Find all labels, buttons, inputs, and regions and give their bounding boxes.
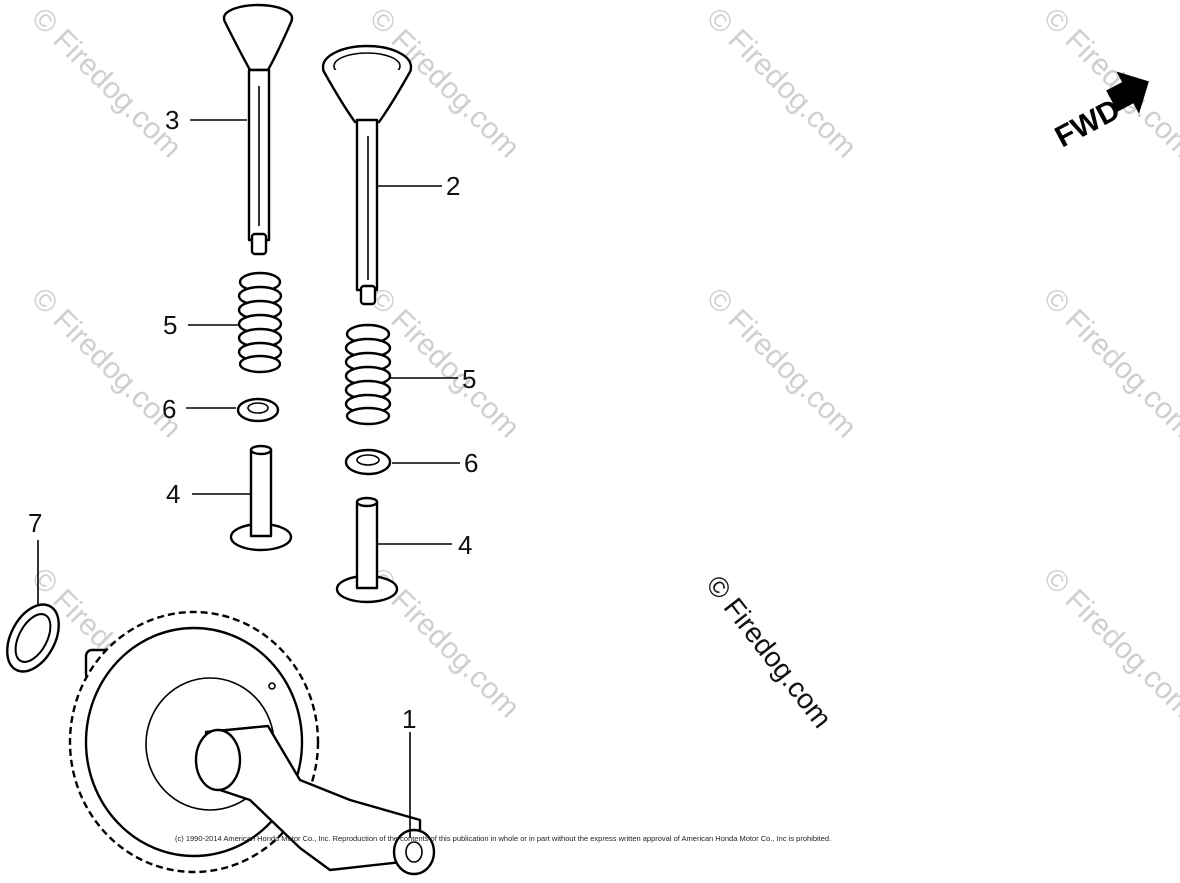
watermark: © Firedog.com [700, 282, 863, 445]
spring-retainer-right [344, 448, 392, 476]
callout-2: 2 [446, 171, 460, 201]
callout-6-left: 6 [162, 394, 176, 424]
callout-4-right: 4 [458, 530, 472, 560]
arrow-icon [1106, 71, 1149, 114]
watermark: © Firedog.com [700, 2, 863, 165]
callout-4-left: 4 [166, 479, 180, 509]
washer [6, 603, 60, 673]
callouts: 3 2 5 5 6 6 4 4 7 1 [28, 105, 478, 734]
intake-valve [222, 3, 294, 256]
leader-lines [37, 119, 460, 838]
copyright-notice: (c) 1990-2014 American Honda Motor Co., … [175, 834, 831, 843]
callout-5-right: 5 [462, 364, 476, 394]
valve-spring-right [344, 323, 392, 426]
watermark: © Firedog.com [25, 2, 188, 165]
spring-retainer-left [236, 397, 280, 423]
center-watermark: © Firedog.com [700, 570, 838, 734]
callout-5-left: 5 [163, 310, 177, 340]
callout-7: 7 [28, 508, 42, 538]
exhaust-valve [321, 44, 413, 306]
valve-spring-left [237, 271, 283, 374]
valve-lifter-left [229, 444, 293, 552]
callout-1: 1 [402, 704, 416, 734]
callout-3: 3 [165, 105, 179, 135]
valve-lifter-right [335, 496, 399, 604]
watermark: © Firedog.com [1037, 282, 1180, 445]
camshaft [68, 610, 436, 876]
watermark: © Firedog.com [1037, 562, 1180, 725]
callout-6-right: 6 [464, 448, 478, 478]
